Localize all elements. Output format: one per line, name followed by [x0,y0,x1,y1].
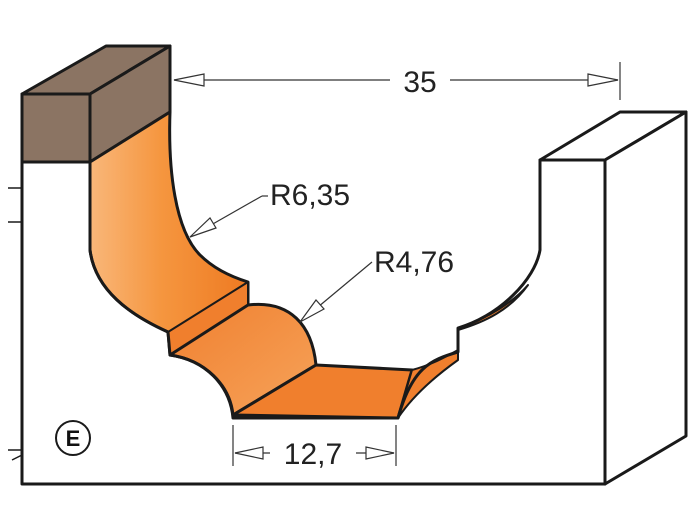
profile-badge-letter: E [66,426,81,451]
profile-badge: E [55,420,91,456]
dimension-r476: R4,76 [299,246,454,323]
right-block-side [603,110,688,486]
dimension-127: 12,7 [232,425,397,471]
dimension-r476-label: R4,76 [374,246,454,279]
profile-right-bottom-sliver [397,349,459,419]
dimension-127-label: 12,7 [284,438,342,471]
dimension-r635-label: R6,35 [270,179,350,212]
dimension-35: 35 [173,62,621,100]
left-edge-ticks [8,187,23,461]
dimension-r635: R6,35 [189,179,350,238]
wood-front-face [20,92,92,164]
workpiece-front-face [22,162,92,484]
workpiece-outline [20,158,607,486]
dimension-35-label: 35 [403,66,436,99]
